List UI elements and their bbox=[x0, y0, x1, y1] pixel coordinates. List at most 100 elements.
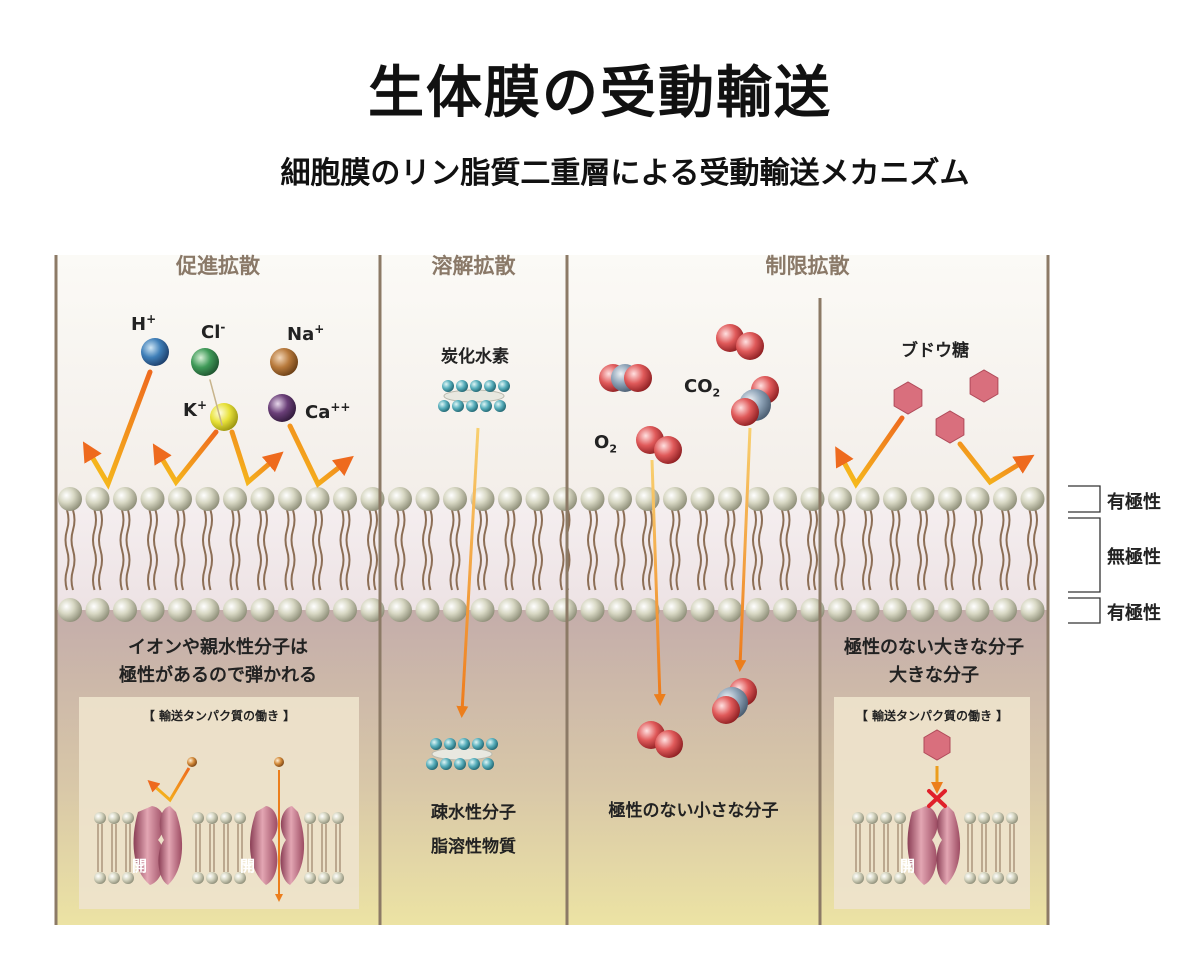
bounce-arrows bbox=[82, 369, 354, 490]
ca-ion-label: Ca++ bbox=[305, 400, 351, 423]
phospholipid-head bbox=[415, 487, 440, 511]
o2-molecule-top-left bbox=[599, 364, 652, 392]
phospholipid-head bbox=[443, 487, 467, 511]
ion-molecules bbox=[141, 338, 298, 431]
phospholipid-head bbox=[1020, 487, 1045, 511]
small-molecules bbox=[599, 324, 779, 758]
phospholipid-head bbox=[553, 487, 577, 511]
glucose-label: ブドウ糖 bbox=[901, 341, 969, 361]
o2-label: O2 bbox=[594, 432, 617, 456]
nonpolar-label: 無極性 bbox=[1107, 547, 1161, 568]
phospholipid-head bbox=[415, 598, 440, 622]
o2-molecule-inside bbox=[637, 721, 683, 758]
phospholipid-head bbox=[635, 598, 660, 622]
cl-ion-label: Cl- bbox=[201, 320, 226, 343]
phospholipid-head bbox=[223, 487, 247, 511]
section-dividers bbox=[54, 255, 1050, 925]
phospholipid-head bbox=[470, 487, 495, 511]
k-ion bbox=[210, 403, 238, 431]
protein-box-heading-right: 【 輸送タンパク質の働き 】 bbox=[855, 709, 1009, 723]
phospholipid-head bbox=[855, 598, 880, 622]
glucose-hexagon bbox=[893, 381, 923, 415]
phospholipid-head bbox=[910, 487, 935, 511]
na-ion-label: Na+ bbox=[287, 322, 325, 345]
phospholipid-head bbox=[470, 598, 495, 622]
phospholipid-head bbox=[938, 487, 962, 511]
phospholipid-head bbox=[745, 487, 770, 511]
phospholipid-head bbox=[663, 487, 687, 511]
o2-molecule bbox=[636, 426, 682, 464]
section-restricted-diffusion: 制限拡散 bbox=[765, 253, 850, 278]
phospholipid-head bbox=[140, 487, 165, 511]
phospholipid-head bbox=[168, 487, 192, 511]
phospholipid-head bbox=[388, 487, 412, 511]
hydrocarbon-molecule-bottom bbox=[426, 738, 498, 770]
phospholipid-head bbox=[498, 487, 522, 511]
o2-molecule-top bbox=[716, 324, 764, 360]
hydrophobic-description: 疎水性分子 脂溶性物質 bbox=[431, 803, 516, 857]
large-molecule-description: 極性のない大きな分子 大きな分子 bbox=[844, 637, 1024, 686]
page-subtitle: 細胞膜のリン脂質二重層による受動輸送メカニズム bbox=[280, 156, 970, 191]
phospholipid-head bbox=[305, 598, 330, 622]
phospholipid-head bbox=[993, 598, 1017, 622]
hydrocarbon-molecule-top bbox=[438, 380, 510, 412]
protein-channel bbox=[158, 806, 183, 885]
phospholipid-head bbox=[525, 487, 550, 511]
protein-channel bbox=[936, 806, 961, 885]
mini-bilayer-left bbox=[94, 812, 344, 884]
phospholipid-head bbox=[195, 487, 220, 511]
ca-ion bbox=[268, 394, 296, 422]
phospholipid-head bbox=[388, 598, 412, 622]
na-ion bbox=[270, 348, 298, 376]
phospholipid-head bbox=[85, 598, 110, 622]
phospholipid-head bbox=[250, 487, 275, 511]
glucose-hexagon-small bbox=[923, 729, 951, 761]
phospholipid-head bbox=[498, 598, 522, 622]
cl-ion bbox=[191, 348, 219, 376]
phospholipid-head bbox=[663, 598, 687, 622]
small-nonpolar-description: 極性のない小さな分子 bbox=[608, 801, 779, 821]
section-facilitated-diffusion: 促進拡散 bbox=[176, 253, 260, 278]
phospholipid-head bbox=[85, 487, 110, 511]
protein-channel bbox=[133, 806, 165, 885]
page-title: 生体膜の受動輸送 bbox=[368, 60, 832, 126]
phospholipid-head bbox=[580, 487, 605, 511]
phospholipid-head bbox=[140, 598, 165, 622]
phospholipid-head bbox=[883, 598, 907, 622]
polar-bottom-label: 有極性 bbox=[1107, 603, 1161, 624]
phospholipid-head bbox=[608, 487, 632, 511]
phospholipid-head bbox=[278, 598, 302, 622]
o2-arrow bbox=[650, 459, 666, 706]
phospholipid-head bbox=[635, 487, 660, 511]
phospholipid-head bbox=[690, 487, 715, 511]
layer-brackets bbox=[1068, 485, 1101, 624]
open-label: 開 bbox=[900, 857, 916, 875]
glucose-hexagon bbox=[935, 410, 965, 444]
phospholipid-head bbox=[1020, 598, 1045, 622]
k-ion-label: K+ bbox=[183, 398, 208, 421]
protein-channel bbox=[907, 806, 938, 885]
glucose-hexagon bbox=[969, 369, 999, 403]
phospholipid-head bbox=[58, 598, 82, 622]
phospholipid-head bbox=[195, 598, 220, 622]
h-bounce-arrow bbox=[82, 369, 153, 490]
phospholipid-head bbox=[580, 598, 605, 622]
phospholipid-head bbox=[690, 598, 715, 622]
phospholipid-head bbox=[910, 598, 935, 622]
k-bounce-arrow-right bbox=[229, 429, 284, 487]
phospholipid-head bbox=[993, 487, 1017, 511]
blocked-cross-icon bbox=[927, 789, 947, 808]
phospholipid-head bbox=[965, 487, 990, 511]
k-bounce-arrow-left bbox=[152, 429, 219, 487]
co2-molecule-inside bbox=[712, 678, 757, 724]
phospholipid-head bbox=[168, 598, 192, 622]
phospholipid-head bbox=[113, 598, 137, 622]
phospholipid-head bbox=[113, 487, 137, 511]
co2-arrow bbox=[734, 427, 752, 672]
transport-proteins-right bbox=[907, 729, 961, 885]
phospholipid-head bbox=[828, 487, 852, 511]
phospholipid-head bbox=[333, 487, 357, 511]
h-ion-label: H+ bbox=[131, 312, 157, 335]
glucose-molecules bbox=[893, 369, 999, 444]
